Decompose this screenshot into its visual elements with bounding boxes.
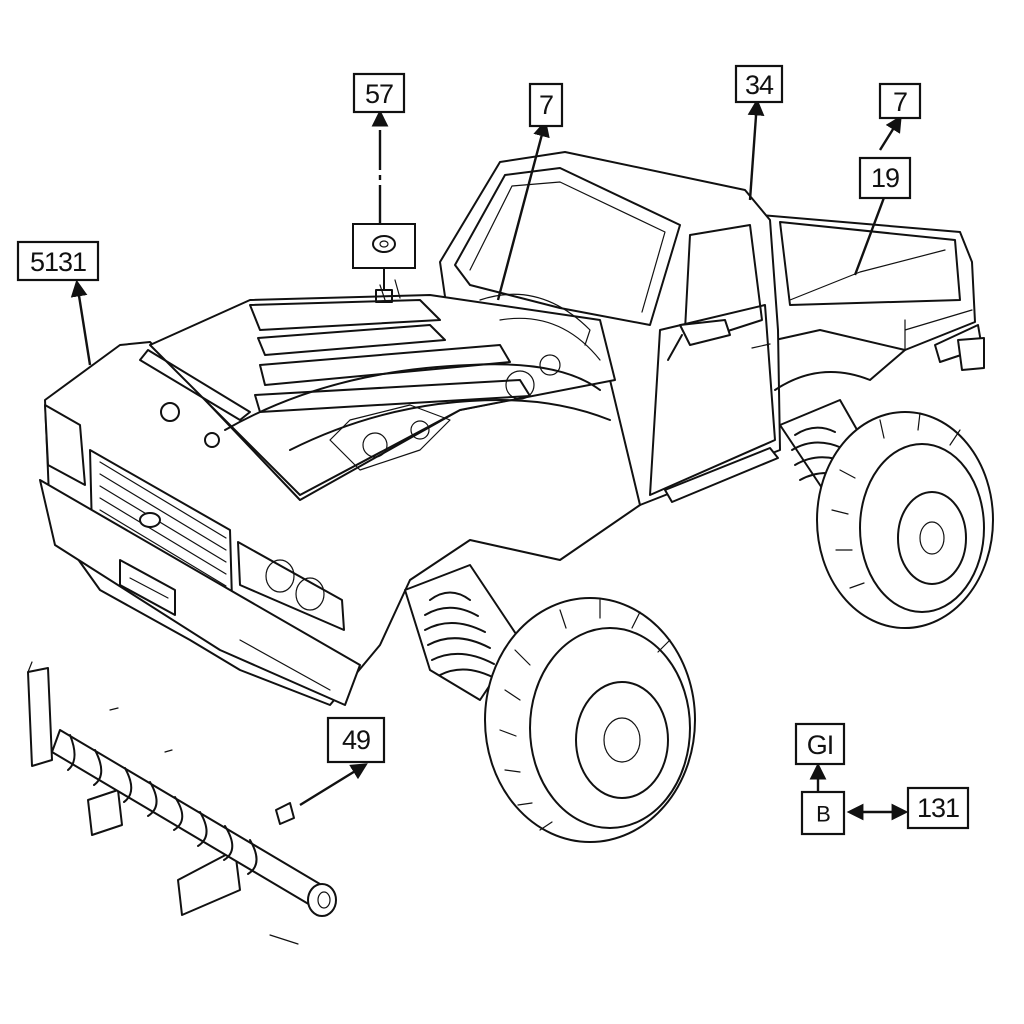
windshield xyxy=(454,167,681,326)
callout-34: 34 xyxy=(734,64,784,104)
callout-57: 57 xyxy=(352,72,406,114)
callout-7: 7 xyxy=(528,82,564,128)
left-headlight xyxy=(44,404,86,486)
side-step xyxy=(664,447,779,503)
rear-wheel xyxy=(816,411,994,629)
truck-bed xyxy=(759,214,976,351)
callout-49: 49 xyxy=(326,716,386,764)
small-fitting xyxy=(352,223,416,303)
callout-b-label: B xyxy=(816,802,830,827)
truck-front xyxy=(39,279,641,706)
callout-19: 19 xyxy=(858,156,912,200)
front-suspension xyxy=(404,564,521,701)
callout-7-right-label: 7 xyxy=(893,87,907,117)
callout-b: B xyxy=(800,790,846,836)
callout-5131-label: 5131 xyxy=(30,247,86,277)
callout-5131: 5131 xyxy=(16,240,100,282)
callout-gi-label: GI xyxy=(807,730,834,760)
callout-49-label: 49 xyxy=(342,725,370,755)
side-mirror xyxy=(679,319,731,346)
callout-131: 131 xyxy=(906,786,970,830)
callout-57-label: 57 xyxy=(365,79,393,109)
callout-34-label: 34 xyxy=(745,70,774,100)
callout-7-right: 7 xyxy=(878,82,922,120)
callout-gi: GI xyxy=(794,722,846,766)
front-wheel xyxy=(484,597,696,843)
callout-19-label: 19 xyxy=(871,163,899,193)
leader-lines xyxy=(70,98,909,821)
callout-131-label: 131 xyxy=(917,793,959,823)
front-bumper xyxy=(39,479,361,706)
side-window xyxy=(684,224,763,341)
callout-7-label: 7 xyxy=(539,90,553,120)
driveshaft-assembly xyxy=(27,661,337,945)
